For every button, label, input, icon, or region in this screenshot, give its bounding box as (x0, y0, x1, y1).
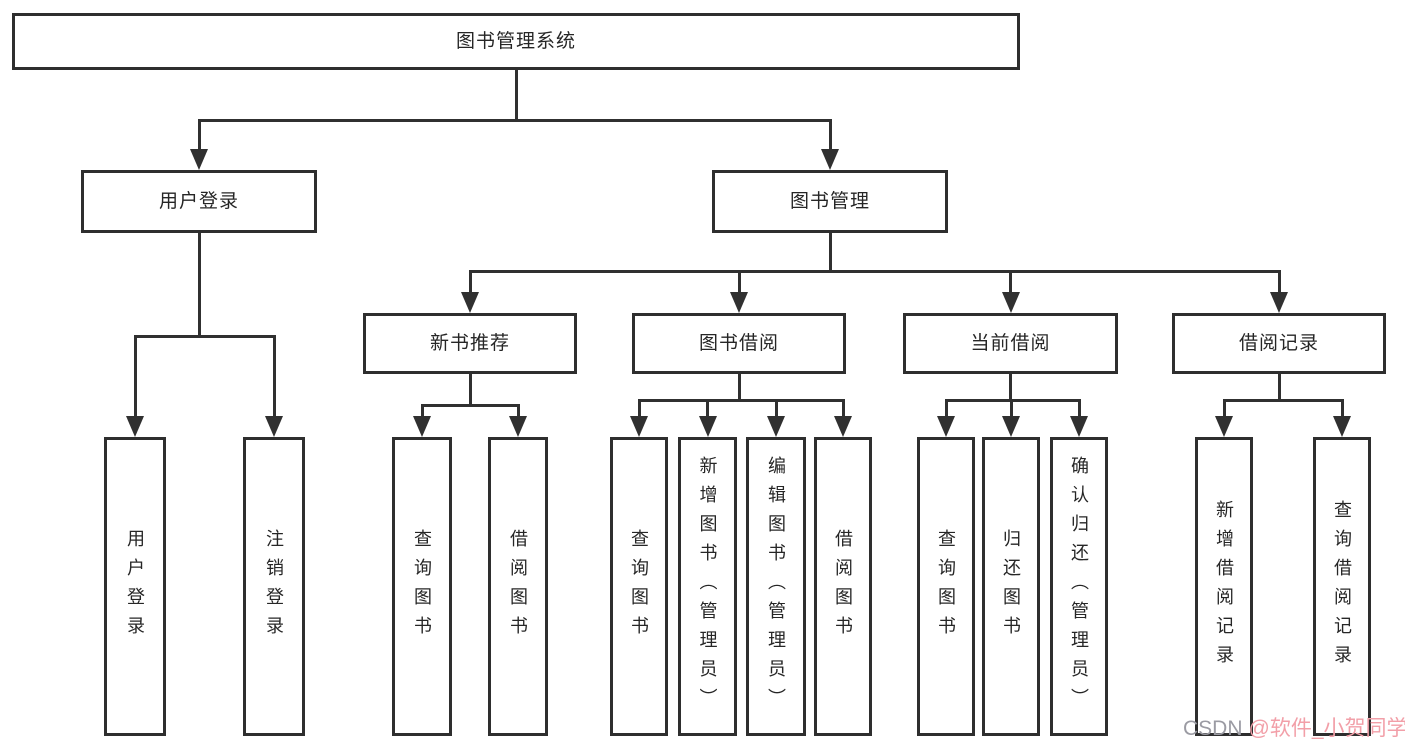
connector-arrowhead (699, 416, 717, 437)
connector-line (468, 270, 472, 294)
connector-line (828, 119, 832, 151)
connector-arrowhead (834, 416, 852, 437)
connector-arrowhead (1002, 416, 1020, 437)
connector-arrowhead (1070, 416, 1088, 437)
leaf-query-borrow-record-label: 查询借阅记录 (1332, 499, 1352, 674)
connector-line (1277, 374, 1281, 402)
connector-line (828, 233, 832, 272)
connector-arrowhead (630, 416, 648, 437)
node-new-book-recommend: 新书推荐 (363, 313, 577, 374)
connector-line (637, 399, 845, 402)
leaf-current-query-book-label: 查询图书 (936, 528, 956, 645)
leaf-add-book-admin-label: 新增图书（管理员） (697, 456, 718, 717)
connector-line (1222, 399, 1344, 402)
connector-arrowhead (1215, 416, 1233, 437)
leaf-current-query-book: 查询图书 (917, 437, 975, 736)
connector-line (944, 399, 1081, 402)
node-current-borrow-label: 当前借阅 (970, 333, 1051, 354)
leaf-add-borrow-record-label: 新增借阅记录 (1214, 499, 1234, 674)
connector-arrowhead (730, 292, 748, 313)
connector-line (774, 399, 778, 418)
connector-line (133, 335, 137, 418)
node-book-borrow: 图书借阅 (632, 313, 846, 374)
connector-line (1340, 399, 1344, 418)
connector-line (272, 335, 276, 418)
connector-line (737, 374, 741, 402)
connector-arrowhead (461, 292, 479, 313)
node-root: 图书管理系统 (12, 13, 1020, 70)
leaf-recommend-query-book: 查询图书 (392, 437, 452, 736)
leaf-recommend-borrow-book: 借阅图书 (488, 437, 548, 736)
connector-arrowhead (821, 149, 839, 170)
connector-arrowhead (413, 416, 431, 437)
connector-line (197, 119, 832, 122)
connector-arrowhead (190, 149, 208, 170)
connector-line (468, 270, 1281, 273)
watermark-author: @软件_小贺同学 (1248, 717, 1405, 740)
connector-line (841, 399, 845, 418)
leaf-confirm-return-admin-label: 确认归还（管理员） (1069, 456, 1089, 717)
leaf-add-borrow-record: 新增借阅记录 (1195, 437, 1253, 736)
connector-line (706, 399, 709, 418)
leaf-borrow-query-book-label: 查询图书 (629, 528, 649, 645)
leaf-borrow-book-label: 借阅图书 (833, 528, 853, 645)
leaf-query-borrow-record: 查询借阅记录 (1313, 437, 1371, 736)
connector-line (637, 399, 641, 418)
watermark-site: CSDN (1183, 717, 1243, 740)
connector-line (1077, 399, 1081, 418)
leaf-borrow-query-book: 查询图书 (610, 437, 668, 736)
leaf-recommend-query-book-label: 查询图书 (412, 528, 432, 645)
leaf-edit-book-admin-label: 编辑图书（管理员） (766, 456, 786, 717)
node-book-management-label: 图书管理 (789, 191, 870, 212)
connector-line (197, 233, 201, 337)
leaf-edit-book-admin: 编辑图书（管理员） (746, 437, 806, 736)
connector-line (133, 335, 276, 338)
connector-arrowhead (126, 416, 144, 437)
connector-arrowhead (265, 416, 283, 437)
leaf-user-login-label: 用户登录 (125, 528, 145, 645)
node-root-label: 图书管理系统 (455, 31, 576, 52)
node-borrow-records-label: 借阅记录 (1238, 333, 1319, 354)
connector-line (1277, 270, 1281, 294)
leaf-logout: 注销登录 (243, 437, 305, 736)
connector-line (944, 399, 948, 418)
connector-arrowhead (1333, 416, 1351, 437)
node-borrow-records: 借阅记录 (1172, 313, 1386, 374)
connector-line (420, 404, 520, 407)
connector-line (1009, 374, 1012, 402)
connector-line (420, 404, 424, 418)
connector-arrowhead (767, 416, 785, 437)
leaf-user-login: 用户登录 (104, 437, 166, 736)
connector-line (1222, 399, 1226, 418)
leaf-logout-label: 注销登录 (264, 528, 284, 645)
connector-arrowhead (1270, 292, 1288, 313)
connector-arrowhead (509, 416, 527, 437)
node-user-login-label: 用户登录 (158, 191, 239, 212)
leaf-recommend-borrow-book-label: 借阅图书 (508, 528, 528, 645)
connector-arrowhead (1002, 292, 1020, 313)
leaf-confirm-return-admin: 确认归还（管理员） (1050, 437, 1108, 736)
connector-line (197, 119, 201, 151)
connector-line (737, 270, 741, 294)
connector-line (516, 404, 520, 418)
leaf-borrow-book: 借阅图书 (814, 437, 872, 736)
leaf-add-book-admin: 新增图书（管理员） (678, 437, 737, 736)
connector-line (514, 70, 518, 120)
connector-line (468, 374, 472, 407)
watermark: CSDN@软件_小贺同学 (1183, 717, 1405, 740)
node-user-login: 用户登录 (81, 170, 317, 233)
connector-line (1009, 270, 1012, 294)
node-book-management: 图书管理 (712, 170, 948, 233)
node-new-book-recommend-label: 新书推荐 (429, 333, 510, 354)
leaf-return-book: 归还图书 (982, 437, 1040, 736)
node-current-borrow: 当前借阅 (903, 313, 1118, 374)
node-book-borrow-label: 图书借阅 (698, 333, 779, 354)
connector-arrowhead (937, 416, 955, 437)
leaf-return-book-label: 归还图书 (1001, 528, 1021, 645)
connector-line (1009, 399, 1013, 418)
